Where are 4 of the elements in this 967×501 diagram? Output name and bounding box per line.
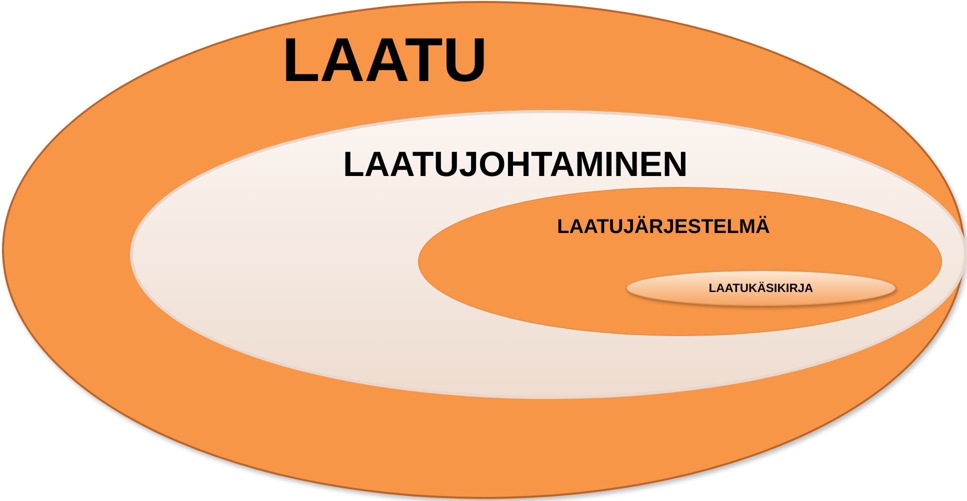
ellipse-label: LAATUJÄRJESTELMÄ xyxy=(557,216,770,239)
ellipse-label: LAATU xyxy=(282,25,488,96)
ellipse-label: LAATUJOHTAMINEN xyxy=(343,145,688,185)
ellipse-label: LAATUKÄSIKIRJA xyxy=(708,281,814,295)
